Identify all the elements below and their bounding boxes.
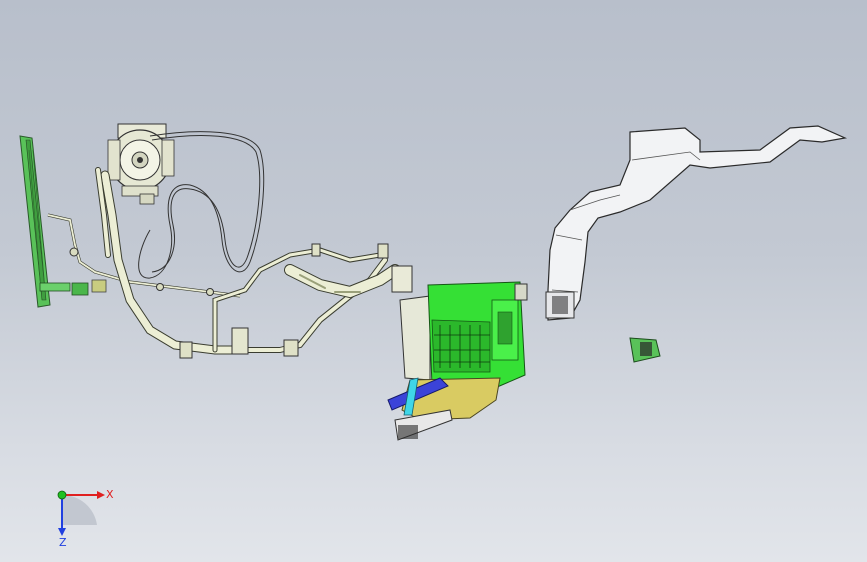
triad-shade xyxy=(62,494,97,525)
suction-line[interactable] xyxy=(95,167,245,355)
accessory-belt[interactable] xyxy=(138,131,265,279)
heater-core-case[interactable] xyxy=(387,377,501,441)
compressor[interactable] xyxy=(107,123,175,205)
coordinate-triad: X Z xyxy=(57,488,114,549)
z-axis-label: Z xyxy=(59,536,67,549)
y-axis-dot xyxy=(57,490,67,500)
liquid-line[interactable] xyxy=(212,247,401,353)
floor-duct[interactable] xyxy=(545,125,848,321)
pipe-fittings[interactable] xyxy=(179,243,413,359)
small-bracket[interactable] xyxy=(629,337,661,363)
x-axis-arrow xyxy=(97,491,105,499)
x-axis-label: X xyxy=(106,488,114,501)
radiator-condenser[interactable] xyxy=(19,135,107,308)
hvac-module[interactable] xyxy=(399,281,528,389)
z-axis-arrow xyxy=(58,528,66,536)
condenser-lines[interactable] xyxy=(47,213,241,298)
